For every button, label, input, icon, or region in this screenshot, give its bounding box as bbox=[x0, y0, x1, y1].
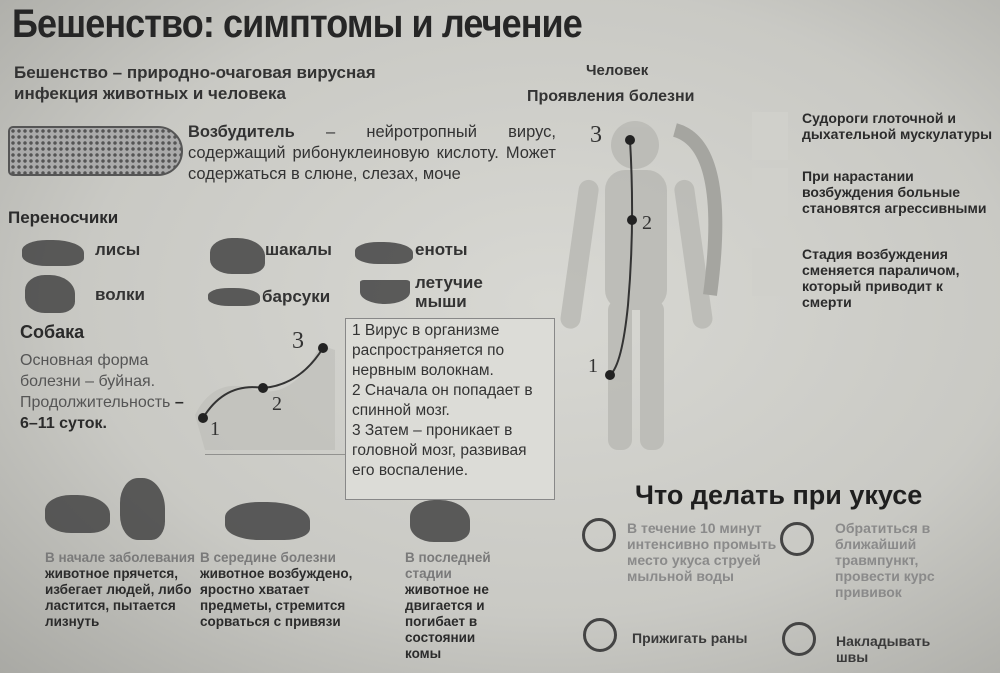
tip-no-stitches: Накладывать швы bbox=[836, 633, 931, 665]
lying-dog-icon bbox=[410, 500, 470, 542]
dog-title: Собака bbox=[20, 322, 85, 342]
marker-3: 3 bbox=[292, 328, 304, 354]
human-marker-3: 3 bbox=[590, 122, 602, 148]
stage-text: животное возбуждено, яростно хватает пре… bbox=[200, 566, 353, 629]
human-marker-2: 2 bbox=[642, 212, 652, 234]
human-subtitle: Проявления болезни bbox=[527, 88, 695, 105]
carriers-title: Переносчики bbox=[8, 208, 119, 227]
no-cauterize-icon bbox=[583, 618, 617, 652]
lungs-icon bbox=[752, 112, 788, 160]
badger-icon bbox=[208, 288, 260, 306]
symptom-item: Судороги глоточной и дыхательной мускула… bbox=[802, 110, 993, 142]
marker-2: 2 bbox=[272, 393, 282, 415]
stage-middle: В середине болезни животное возбуждено, … bbox=[200, 550, 365, 630]
jumping-dog-icon bbox=[120, 478, 165, 540]
todo-title: Что делать при укусе bbox=[635, 480, 923, 510]
aggressive-person-icon bbox=[752, 168, 788, 216]
carrier-raccoon: еноты bbox=[415, 240, 468, 259]
dog-text: Основная форма болезни – буйная. Продолж… bbox=[20, 352, 171, 411]
stage-lead: В начале заболевания bbox=[45, 550, 195, 565]
tip-wash: В течение 10 минут интенсивно промыть ме… bbox=[627, 520, 777, 584]
stage-lead: В середине болезни bbox=[200, 550, 336, 565]
no-stitches-icon bbox=[782, 622, 816, 656]
subtitle-line: инфекция животных и человека bbox=[14, 84, 286, 103]
tip-no-cauterize: Прижигать раны bbox=[632, 630, 748, 646]
agent-label: Возбудитель bbox=[188, 123, 295, 141]
paralyzed-person-icon bbox=[752, 248, 788, 296]
symptom-item: При нарастании возбуждения больные стано… bbox=[802, 168, 987, 216]
subtitle: Бешенство – природно-очаговая вирусная ин… bbox=[14, 62, 376, 104]
virus-path-box: 1 Вирус в организме распространяется по … bbox=[345, 318, 555, 500]
stage-text: животное прячется, избегает людей, либо … bbox=[45, 566, 192, 629]
wolf-icon bbox=[25, 275, 75, 313]
stage-early: В начале заболевания животное прячется, … bbox=[45, 550, 195, 630]
path-step: 3 Затем – проникает в головной мозг, раз… bbox=[352, 422, 527, 479]
agent-description: Возбудитель – нейротропный вирус, содерж… bbox=[188, 122, 556, 185]
dog-duration: – 6–11 суток. bbox=[20, 394, 184, 432]
marker-1: 1 bbox=[210, 418, 220, 440]
path-step: 2 Сначала он попадает в спинной мозг. bbox=[352, 382, 533, 419]
dog-virus-path-illustration bbox=[195, 343, 350, 455]
raccoon-icon bbox=[355, 242, 413, 264]
injection-icon bbox=[780, 522, 814, 556]
carrier-wolf: волки bbox=[95, 285, 145, 304]
path-step: 1 Вирус в организме распространяется по … bbox=[352, 322, 505, 379]
human-marker-1: 1 bbox=[588, 355, 598, 377]
stage-late: В последней стадии животное не двигается… bbox=[405, 550, 510, 662]
dog-description: Основная форма болезни – буйная. Продолж… bbox=[20, 350, 195, 434]
aggressive-dog-icon bbox=[225, 502, 310, 540]
fox-icon bbox=[22, 240, 84, 266]
wash-icon bbox=[582, 518, 616, 552]
symptom-item: Стадия возбуждения сменяется параличом, … bbox=[802, 246, 960, 310]
carrier-jackal: шакалы bbox=[265, 240, 332, 259]
tip-vaccinate: Обратиться в ближайший травмпункт, прове… bbox=[835, 520, 935, 600]
subtitle-line: Бешенство – природно-очаговая вирусная bbox=[14, 63, 376, 82]
human-title: Человек bbox=[586, 62, 649, 79]
stage-text: животное не двигается и погибает в состо… bbox=[405, 582, 489, 661]
human-body-illustration bbox=[560, 121, 723, 450]
carrier-fox: лисы bbox=[95, 240, 141, 259]
carrier-bat: летучие мыши bbox=[415, 273, 483, 311]
carrier-badger: барсуки bbox=[262, 287, 331, 306]
virus-illustration bbox=[8, 126, 183, 176]
agent-text: – нейротропный вирус, содержащий рибонук… bbox=[188, 123, 556, 183]
stage-lead: В последней стадии bbox=[405, 550, 491, 581]
bat-icon bbox=[360, 280, 410, 304]
page-title: Бешенство: симптомы и лечение bbox=[12, 2, 583, 46]
hiding-dog-icon bbox=[45, 495, 110, 533]
jackal-icon bbox=[210, 238, 265, 274]
